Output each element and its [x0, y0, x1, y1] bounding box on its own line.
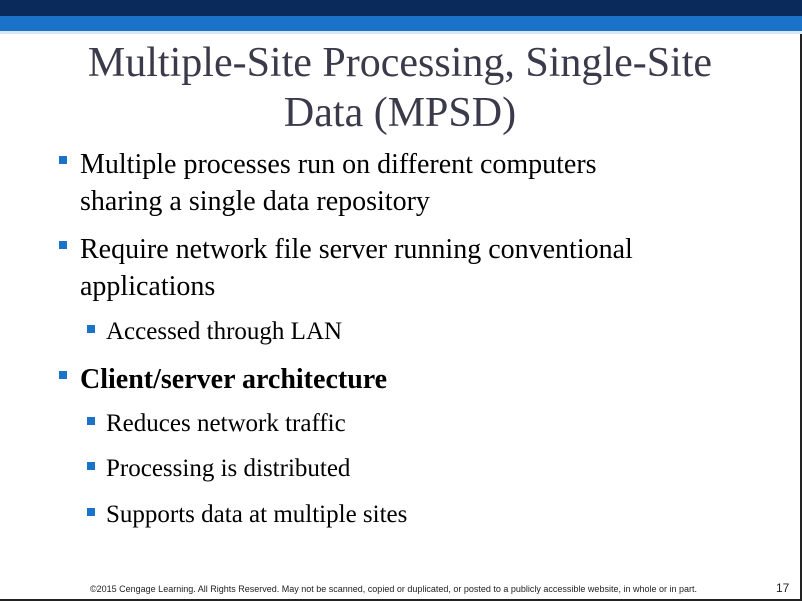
sub-bullet-text: Processing is distributed — [106, 455, 351, 482]
sub-bullet-item-3-3: Supports data at multiple sites — [87, 499, 407, 531]
slide-title-line-1: Multiple-Site Processing, Single-Site — [87, 40, 713, 86]
bullet-item-3: Client/server architecture — [59, 361, 387, 398]
sub-bullet-text: Supports data at multiple sites — [106, 501, 408, 528]
sub-bullet-text: Accessed through LAN — [106, 318, 343, 345]
square-bullet-icon — [59, 156, 67, 164]
header-band-highlight — [0, 31, 802, 34]
sub-bullet-item-3-1: Reduces network traffic — [87, 408, 346, 440]
bullet-item-1: Multiple processes run on different comp… — [59, 146, 597, 220]
square-bullet-icon — [87, 508, 95, 516]
copyright-notice: ©2015 Cengage Learning. All Rights Reser… — [90, 584, 697, 594]
square-bullet-icon — [87, 417, 95, 425]
bullet-text-1-line-1: Multiple processes run on different comp… — [80, 149, 597, 180]
sub-bullet-item-2-1: Accessed through LAN — [87, 316, 342, 348]
square-bullet-icon — [87, 462, 95, 470]
bullet-text-2-line-1: Require network file server running conv… — [80, 234, 633, 265]
slide-bottom-border — [0, 599, 802, 601]
square-bullet-icon — [59, 371, 67, 379]
sub-bullet-item-3-2: Processing is distributed — [87, 453, 350, 485]
square-bullet-icon — [59, 241, 67, 249]
slide-title-line-2: Data (MPSD) — [283, 90, 517, 136]
slide-right-border — [800, 34, 802, 601]
header-bar-dark — [0, 0, 802, 16]
square-bullet-icon — [87, 325, 95, 333]
sub-bullet-text: Reduces network traffic — [106, 410, 346, 437]
bullet-text-3: Client/server architecture — [80, 364, 388, 395]
page-number: 17 — [776, 581, 790, 595]
bullet-text-2: Require network file server running conv… — [80, 231, 633, 305]
slide-footer: ©2015 Cengage Learning. All Rights Reser… — [0, 581, 802, 597]
bullet-text-2-line-2: applications — [80, 271, 216, 302]
bullet-text-1-line-2: sharing a single data repository — [80, 186, 430, 217]
slide-title: Multiple-Site Processing, Single-Site Da… — [30, 38, 770, 138]
bullet-item-2: Require network file server running conv… — [59, 231, 633, 305]
header-band-blue — [0, 16, 802, 31]
bullet-text-1: Multiple processes run on different comp… — [80, 146, 597, 220]
